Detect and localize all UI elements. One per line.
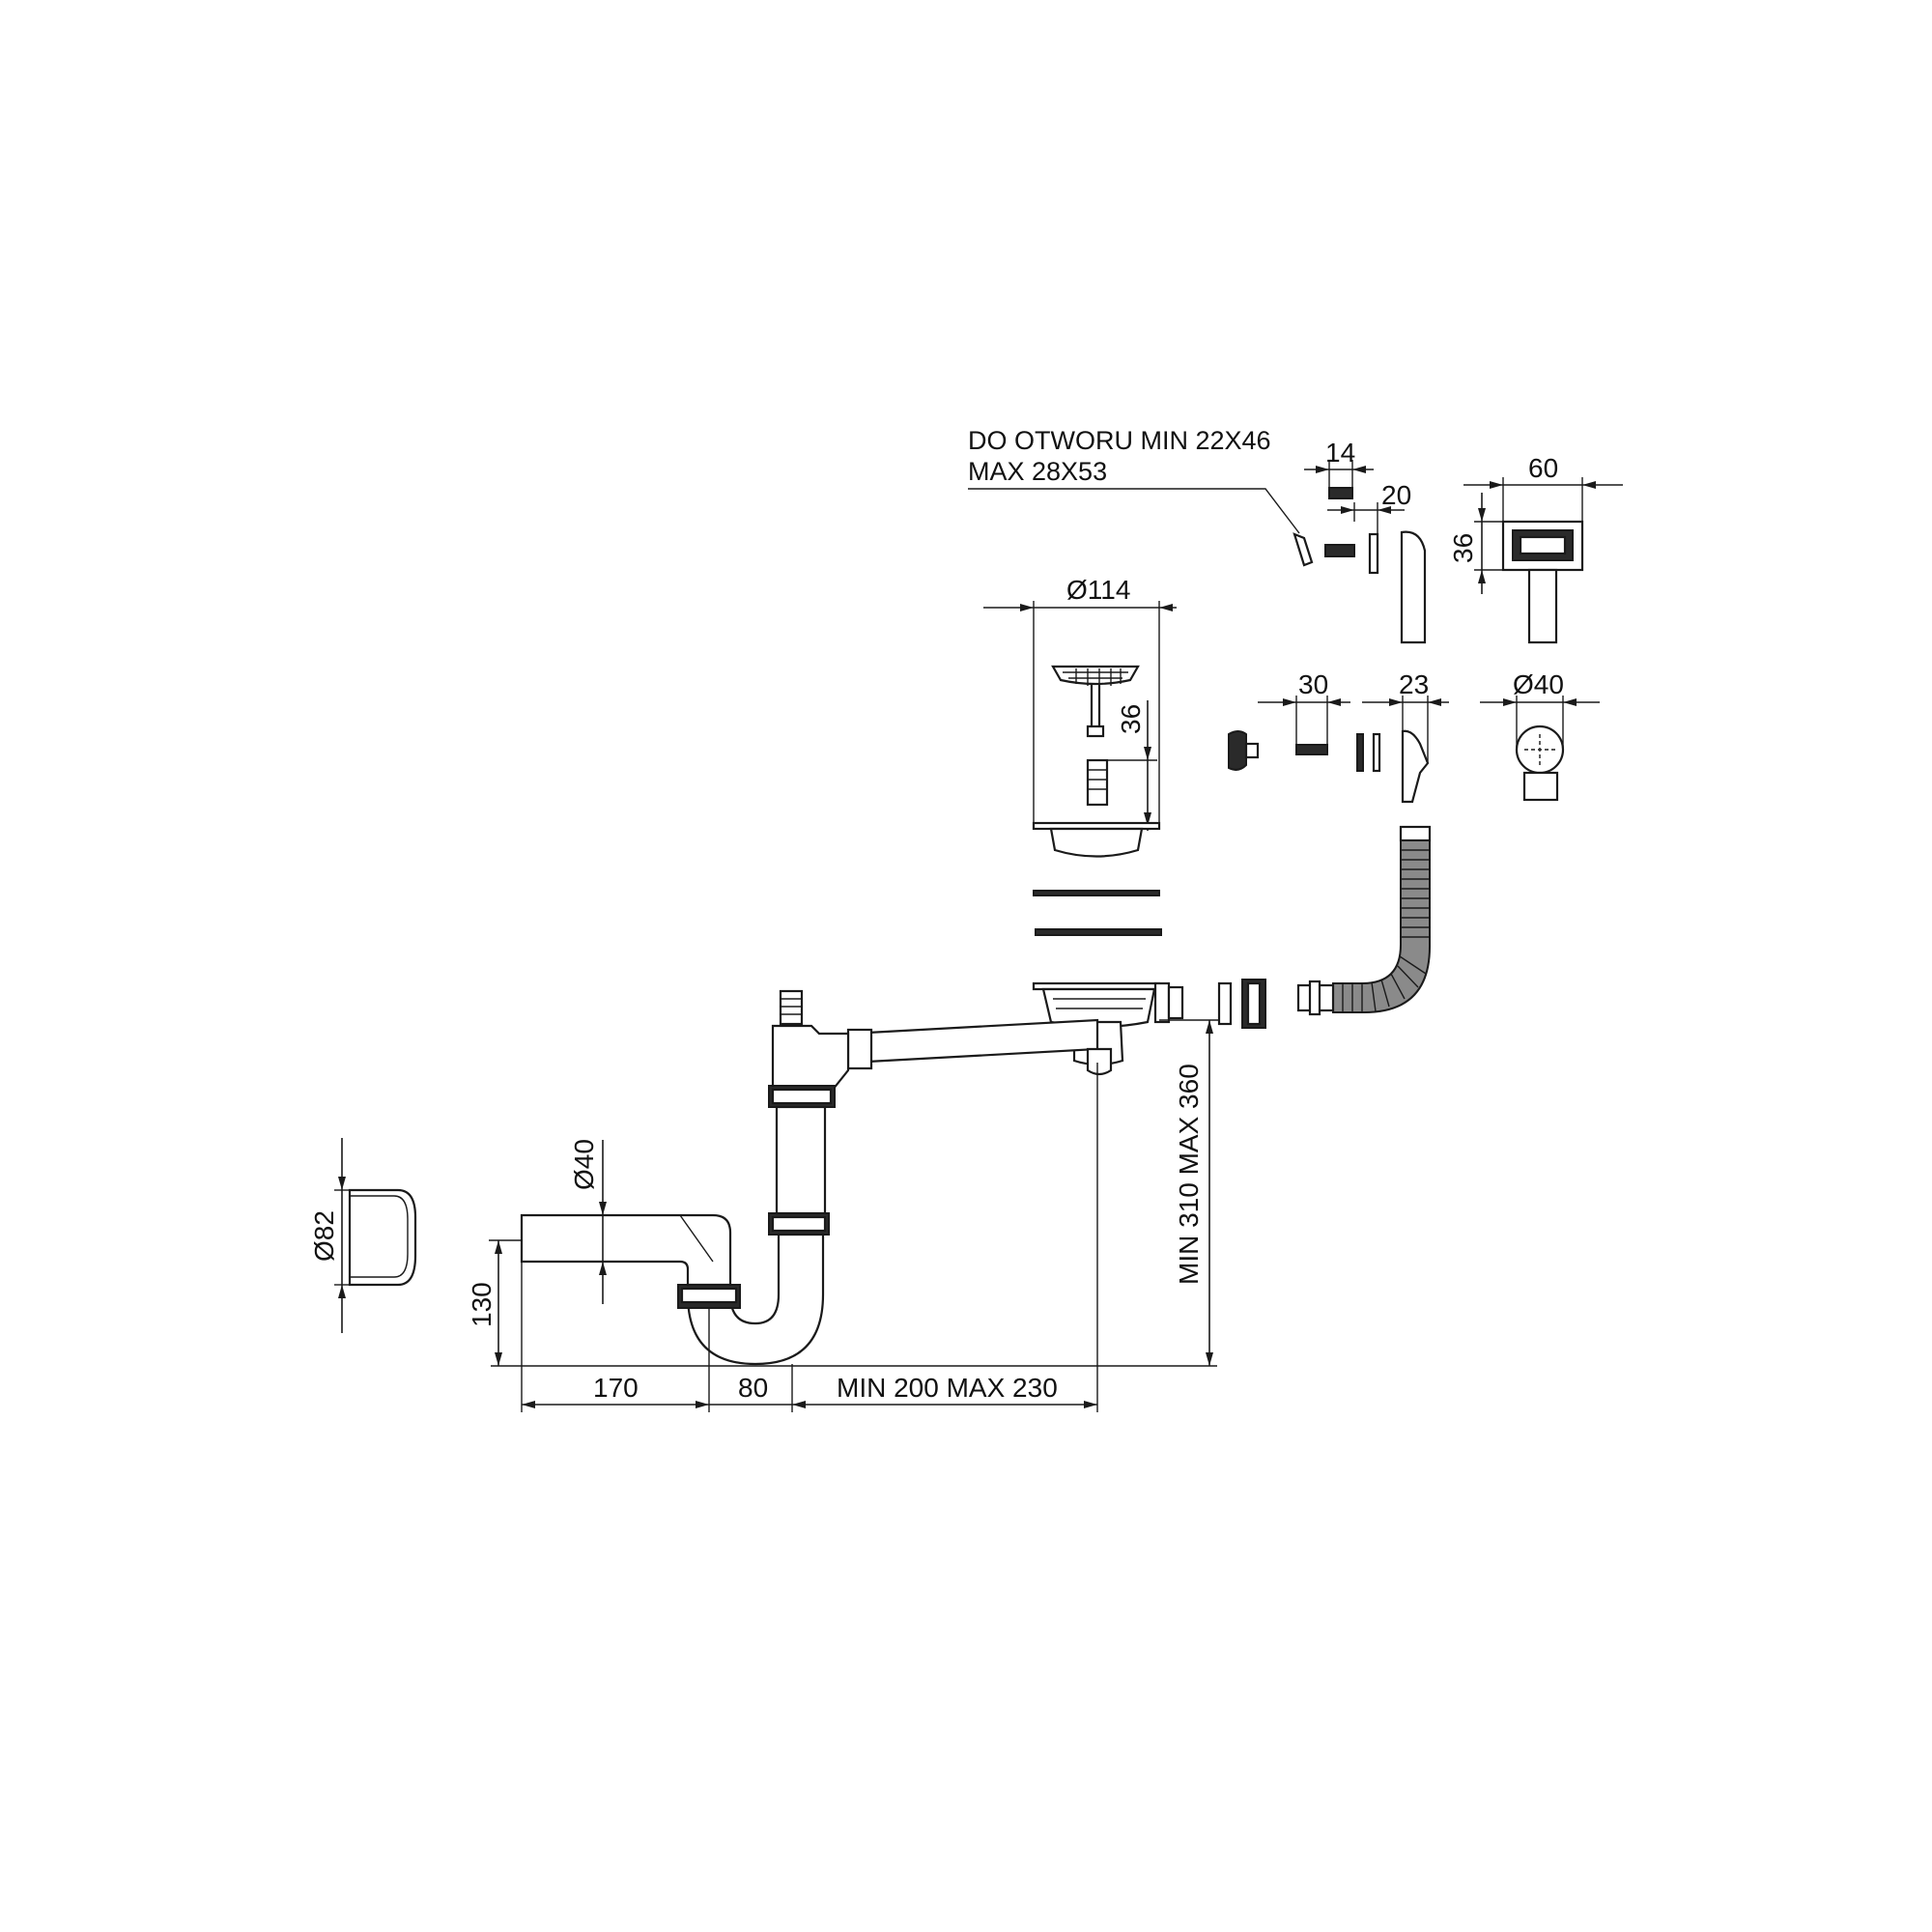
hose-gasket: [1217, 981, 1233, 1026]
strainer-basket-assembly: Ø114 36: [983, 575, 1184, 1066]
strainer-overflow-port: [1153, 981, 1171, 1024]
dim-130-label: 130: [467, 1282, 497, 1327]
dim-30-label: 30: [1298, 669, 1328, 699]
dim-170-label: 170: [593, 1373, 639, 1403]
note-line-2: MAX 28X53: [968, 457, 1107, 486]
dim-114-label: Ø114: [1066, 575, 1130, 605]
overflow-cover-outlet: [1527, 568, 1558, 644]
dim-20: 20: [1327, 480, 1411, 534]
dim-height-range: MIN 310 MAX 360: [1159, 1019, 1219, 1366]
dim-14: 14: [1304, 438, 1374, 493]
hole-size-note: DO OTWORU MIN 22X46 MAX 28X53: [968, 426, 1300, 534]
gasket-lower: [1035, 928, 1162, 936]
hose-end-ring: [1308, 980, 1321, 1016]
dim-60: 60: [1463, 453, 1623, 522]
dim-82-label: Ø82: [309, 1210, 339, 1262]
dim-170: 170: [522, 1373, 709, 1408]
overflow-fixing-set: [1293, 487, 1584, 644]
strainer-bowl-top: [1049, 827, 1144, 858]
overflow-cover-slot: [1519, 535, 1567, 555]
overflow-outlet-stub: [1522, 771, 1559, 802]
strainer-outlet-elbow: [1086, 1047, 1113, 1076]
dim-40-top-label: Ø40: [1513, 669, 1564, 699]
overflow-gasket: [1368, 532, 1379, 575]
overflow-body-pipe: [1400, 530, 1427, 644]
dim-82: Ø82: [309, 1138, 350, 1333]
overflow-washer: [1293, 532, 1314, 567]
dim-23: 23: [1362, 669, 1449, 763]
overflow-screw: [1324, 544, 1355, 557]
hose-top-nipple: [1399, 825, 1432, 842]
strainer-plug-head: [1051, 665, 1140, 686]
dim-14-label: 14: [1325, 438, 1355, 468]
dim-36-strainer-label: 36: [1116, 704, 1146, 734]
dim-width-range-label: MIN 200 MAX 230: [837, 1373, 1058, 1403]
dim-40-pipe: Ø40: [569, 1139, 607, 1304]
overflow-rosette: [1228, 730, 1247, 771]
u-bend: [686, 1233, 825, 1366]
hose-nut-inner: [1246, 981, 1262, 1026]
overflow-rosette-clip: [1244, 742, 1260, 759]
dim-23-label: 23: [1399, 669, 1429, 699]
dim-40-top: Ø40: [1480, 669, 1600, 750]
strainer-stem-tip: [1086, 724, 1105, 738]
siphon-assembly: [348, 989, 1113, 1366]
dim-20-label: 20: [1381, 480, 1411, 510]
drain-arm: [848, 1018, 1099, 1065]
siphon-tee-body: [771, 1024, 850, 1092]
dim-80: 80: [709, 1373, 806, 1408]
strainer-overflow-nipple: [1167, 985, 1184, 1020]
dim-height-range-label: MIN 310 MAX 360: [1174, 1064, 1204, 1285]
dim-36-overflow-label: 36: [1448, 533, 1478, 563]
note-leader-line: [968, 488, 1300, 534]
overflow-screw-top: [1328, 487, 1353, 499]
overflow-elbow: [1401, 729, 1430, 804]
drain-arm-nut: [846, 1028, 873, 1070]
overflow-gasket-thin: [1356, 733, 1364, 772]
wall-rosette: [348, 1188, 417, 1287]
dim-80-label: 80: [738, 1373, 768, 1403]
gasket-upper: [1033, 890, 1160, 896]
outlet-elbow-pipe: [520, 1213, 732, 1287]
overflow-gasket-flat: [1372, 732, 1381, 773]
dishwasher-inlet: [779, 989, 804, 1026]
dim-60-label: 60: [1528, 453, 1558, 483]
tee-union-nut-face: [771, 1088, 833, 1105]
standpipe-nut-face: [771, 1215, 827, 1233]
flexible-overflow-hose: [1217, 825, 1432, 1029]
dim-40-pipe-label: Ø40: [569, 1139, 599, 1190]
hose-corrugated-body: [1332, 839, 1431, 1013]
strainer-bushing: [1086, 758, 1109, 807]
note-line-1: DO OTWORU MIN 22X46: [968, 426, 1271, 455]
dim-width-range: MIN 200 MAX 230: [792, 1373, 1097, 1408]
dim-130: 130: [467, 1239, 522, 1366]
u-bend-nut-face: [680, 1287, 738, 1304]
dim-30: 30: [1258, 669, 1350, 744]
overflow-connector-kit: [1228, 724, 1565, 804]
overflow-screw-30: [1295, 744, 1328, 755]
standpipe: [775, 1105, 827, 1215]
dim-36-overflow: 36: [1448, 493, 1503, 594]
